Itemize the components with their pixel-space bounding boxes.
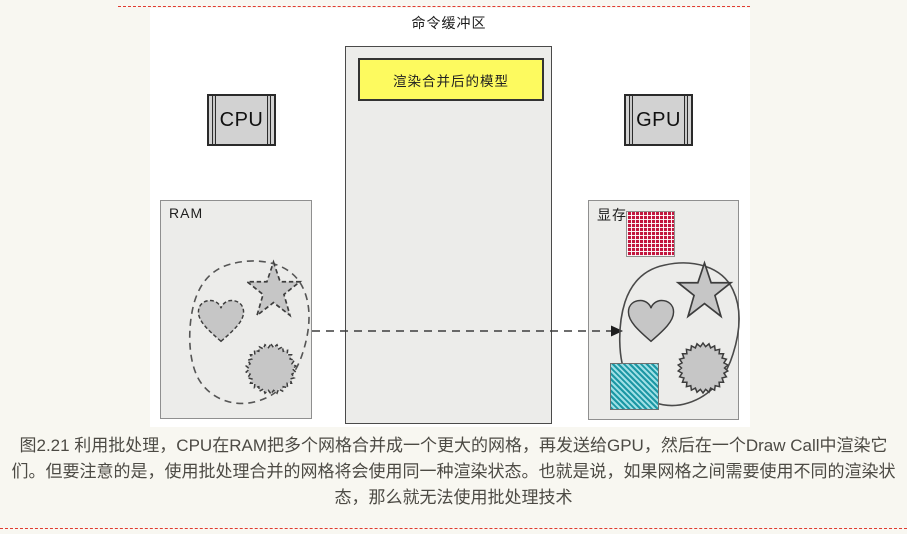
ram-box: RAM — [160, 200, 312, 419]
gpu-label: GPU — [636, 108, 681, 131]
red-grid-texture-swatch — [626, 211, 675, 257]
caption-line-1: 图2.21 利用批处理，CPU在RAM把多个网格合并成一个更大的网格，再发送给G… — [19, 436, 888, 455]
chip-pin-rail — [212, 96, 216, 144]
chip-pin-rail — [267, 96, 271, 144]
cpu-label: CPU — [219, 108, 264, 131]
red-dashed-divider-bottom — [0, 528, 907, 529]
vram-label: 显存 — [597, 207, 627, 223]
cpu-chip-icon: CPU — [207, 94, 276, 146]
merged-model-box: 渲染合并后的模型 — [358, 58, 544, 101]
red-dashed-divider-top — [118, 6, 750, 7]
ram-label: RAM — [169, 205, 204, 221]
command-buffer-box — [345, 46, 552, 424]
command-buffer-title: 命令缓冲区 — [411, 15, 487, 31]
caption-line-3: 态，那么就无法使用批处理技术 — [334, 488, 573, 507]
chip-pin-rail — [684, 96, 688, 144]
figure-caption: 图2.21 利用批处理，CPU在RAM把多个网格合并成一个更大的网格，再发送给G… — [0, 433, 907, 511]
caption-line-2: 们。但要注意的是，使用批处理合并的网格将会使用同一种渲染状态。也就是说，如果网格… — [11, 462, 896, 481]
chip-pin-rail — [629, 96, 633, 144]
teal-stripe-texture-swatch — [610, 363, 659, 410]
merged-model-label: 渲染合并后的模型 — [393, 73, 509, 89]
gpu-chip-icon: GPU — [624, 94, 693, 146]
